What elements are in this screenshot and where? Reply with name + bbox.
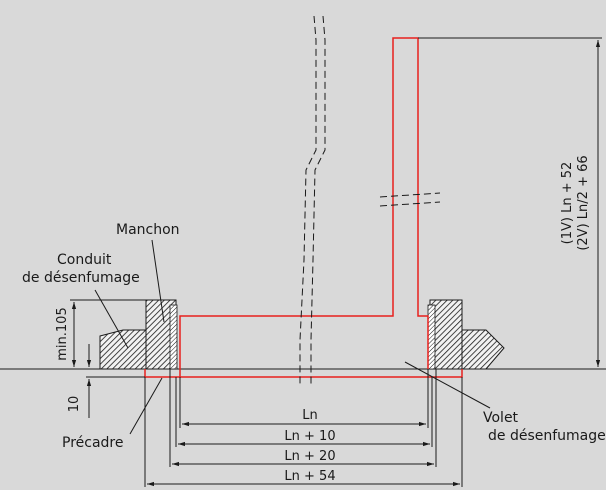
manchon-label: Manchon: [116, 222, 180, 238]
ten-dimension: 10: [67, 344, 145, 418]
ten-label: 10: [67, 396, 82, 413]
damper-outline: [144, 37, 463, 378]
volet-label-line2: de désenfumage: [488, 428, 606, 444]
volet-label-line1: Volet: [483, 410, 519, 426]
left-duct: [99, 299, 178, 370]
ln-plus-54-label: Ln + 54: [284, 469, 335, 484]
ln-plus-20-label: Ln + 20: [284, 449, 335, 464]
conduit-label-line1: Conduit: [57, 252, 112, 268]
break-mark-right: [379, 192, 441, 207]
min-height-label: min.105: [55, 307, 70, 360]
right-duct: [427, 299, 505, 370]
conduit-label-line2: de désenfumage: [22, 270, 140, 286]
width-dimensions: Ln Ln + 10 Ln + 20 Ln + 54: [144, 369, 463, 487]
height-dimension: (1V) Ln + 52 (2V) Ln/2 + 66: [418, 37, 602, 370]
min-height-dimension: min.105: [55, 299, 146, 367]
height-1v-label: (1V) Ln + 52: [560, 162, 575, 245]
ln-label: Ln: [302, 408, 317, 423]
break-line-left: [299, 15, 326, 385]
callout-leaders: [94, 239, 491, 435]
ln-plus-10-label: Ln + 10: [284, 429, 335, 444]
precadre-label: Précadre: [62, 435, 123, 451]
height-2v-label: (2V) Ln/2 + 66: [576, 155, 591, 250]
